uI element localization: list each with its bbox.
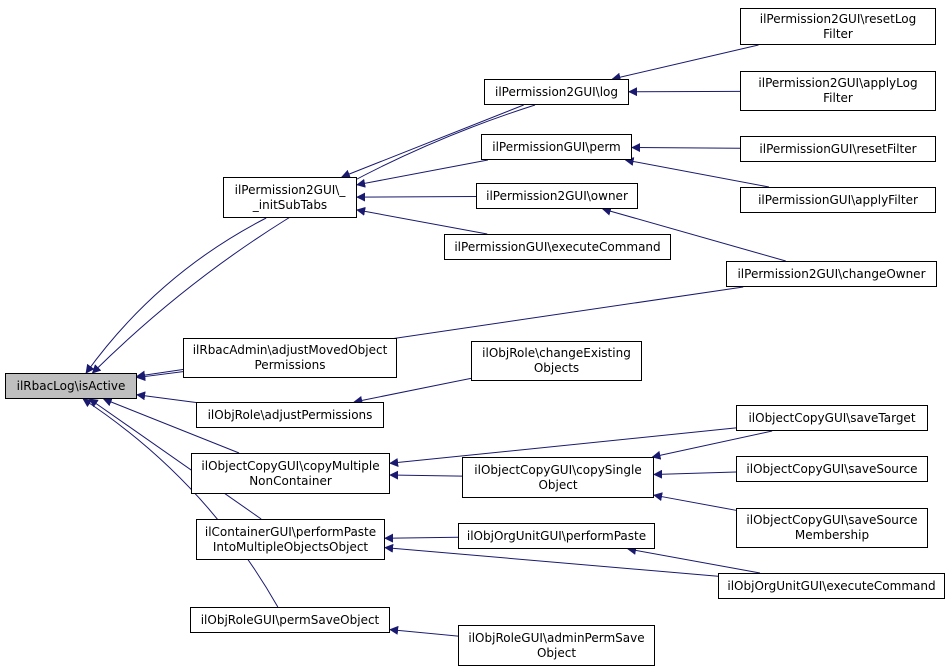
edge-applyFilter-to-perm [624,157,770,188]
edge-adjustMovedObjectPermissions-to-root [136,371,184,381]
edge-saveSource-to-copySingleObject [653,469,737,479]
edge-changeExistingObjects-to-adjustPermissions [353,377,472,405]
edge-owner-to-initSubTabs [356,192,477,202]
edge-copyMultipleNonContainer-to-root [102,397,240,454]
node-containergui-performpasteintomultipleobjectsobject[interactable]: ilContainerGUI\performPaste IntoMultiple… [196,519,385,560]
edge-orgUnitExecuteCommand-to-orgUnitPerformPaste [627,546,761,574]
edge-saveTarget-to-copyMultipleNonContainer [389,427,737,467]
node-permission2gui-owner[interactable]: ilPermission2GUI\owner [476,183,638,209]
edge-adminPermSaveObject-to-permSaveObject [389,625,459,637]
edge-permExecuteCommand-to-initSubTabs [356,206,488,235]
edge-saveTarget-to-copySingleObject [651,430,773,460]
edge-perm-to-initSubTabs [356,159,488,188]
node-permission2gui-log[interactable]: ilPermission2GUI\log [484,79,629,105]
node-permission2gui-resetlogfilter[interactable]: ilPermission2GUI\resetLog Filter [740,8,936,45]
edge-resetLogFilter-to-log [611,44,759,82]
node-objectcopygui-copysingleobject[interactable]: ilObjectCopyGUI\copySingle Object [462,457,654,498]
edge-performPasteIntoMultiple-to-root [88,398,262,520]
edge-permSaveObject-to-root [82,398,279,608]
node-objrolegui-adminpermsaveobject[interactable]: ilObjRoleGUI\adminPermSave Object [458,625,655,666]
node-objorgunitgui-performpaste[interactable]: ilObjOrgUnitGUI\performPaste [458,523,655,549]
node-permission2gui-changeowner[interactable]: ilPermission2GUI\changeOwner [726,261,937,287]
node-permission2gui-initsubtabs[interactable]: ilPermission2GUI\_ _initSubTabs [223,177,357,218]
node-objectcopygui-copymultiplenoncontainer[interactable]: ilObjectCopyGUI\copyMultiple NonContaine… [191,453,390,494]
edge-changeOwner-to-owner [601,206,786,262]
node-rbacadmin-adjustmovedobjectpermissions[interactable]: ilRbacAdmin\adjustMovedObject Permission… [183,338,397,378]
node-objectcopygui-savetarget[interactable]: ilObjectCopyGUI\saveTarget [736,405,928,431]
edge-resetFilter-to-perm [631,143,741,153]
node-objrolegui-permsaveobject[interactable]: ilObjRoleGUI\permSaveObject [190,607,390,633]
node-objectcopygui-savesourcemembership[interactable]: ilObjectCopyGUI\saveSource Membership [736,508,928,548]
node-root-ilrbaclog-isactive: ilRbacLog\isActive [5,373,137,399]
node-objectcopygui-savesource[interactable]: ilObjectCopyGUI\saveSource [736,456,928,482]
edge-orgUnitPerformPaste-to-performPasteIntoMultiple [384,533,459,543]
node-permission2gui-applylogfilter[interactable]: ilPermission2GUI\applyLog Filter [740,71,936,111]
edge-log-to-initSubTabs [340,104,524,179]
edge-saveSourceMembership-to-copySingleObject [653,492,737,511]
node-objorgunitgui-executecommand[interactable]: ilObjOrgUnitGUI\executeCommand [718,573,945,599]
node-permissiongui-perm[interactable]: ilPermissionGUI\perm [481,134,632,160]
node-objrole-adjustpermissions[interactable]: ilObjRole\adjustPermissions [196,402,384,428]
node-permissiongui-applyfilter[interactable]: ilPermissionGUI\applyFilter [740,187,936,213]
node-permissiongui-executecommand[interactable]: ilPermissionGUI\executeCommand [444,234,671,260]
node-objrole-changeexistingobjects[interactable]: ilObjRole\changeExisting Objects [471,341,642,381]
edge-adjustPermissions-to-root [136,391,197,404]
edge-orgUnitExecuteCommand-to-performPasteIntoMultiple [384,543,719,577]
edge-initSubTabs-to-root [85,217,267,374]
edge-copySingleObject-to-copyMultipleNonContainer [389,470,463,480]
node-permissiongui-resetfilter[interactable]: ilPermissionGUI\resetFilter [740,136,936,162]
